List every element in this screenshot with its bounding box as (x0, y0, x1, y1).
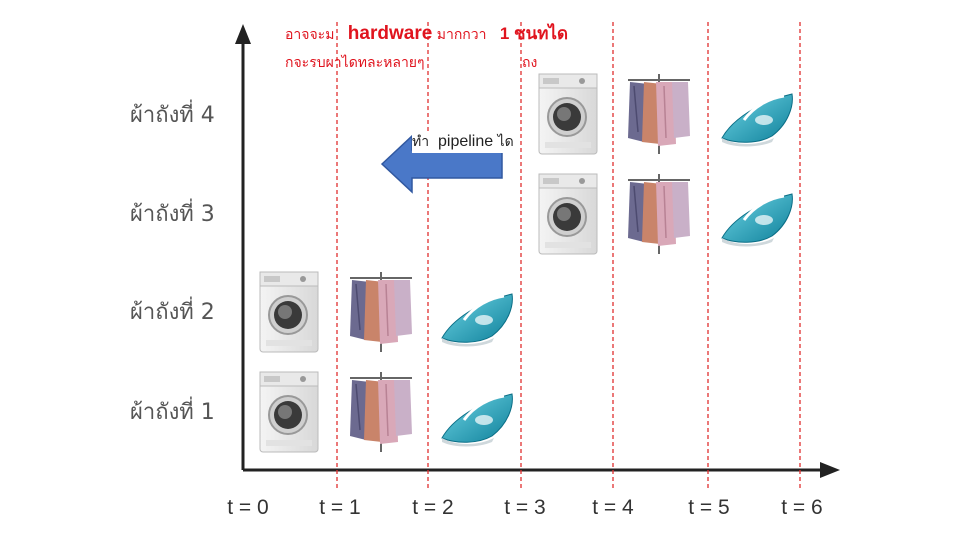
pipeline-label: ทำ pipeline ได (412, 131, 514, 153)
row2-washer-icon (258, 270, 320, 354)
note-number: 1 ชนทได (499, 24, 568, 43)
row-label-1: ผ้าถังที่ 1 (130, 400, 215, 425)
y-axis-arrowhead (235, 24, 251, 44)
row-label-3: ผ้าถังที่ 3 (130, 202, 215, 227)
note-prefix: อาจจะม (285, 27, 335, 43)
tick-t4: t = 4 (592, 496, 634, 519)
tick-t2: t = 2 (412, 496, 454, 519)
row4-washer-icon (537, 72, 599, 156)
row1-washer-icon (258, 370, 320, 454)
row3-clothes-rack-icon (624, 172, 694, 256)
time-dividers (336, 22, 801, 490)
pipeline-suffix: ได (497, 134, 514, 150)
note-middle: มากกวา (436, 27, 487, 43)
tick-t0: t = 0 (227, 496, 269, 519)
row1-iron-icon (438, 380, 518, 450)
row-label-4: ผ้าถังที่ 4 (130, 103, 215, 128)
x-axis-arrowhead (820, 462, 840, 478)
tick-t1: t = 1 (319, 496, 361, 519)
pipeline-word: pipeline (438, 133, 494, 150)
row2-clothes-rack-icon (346, 270, 416, 354)
row3-washer-icon (537, 172, 599, 256)
tick-t3: t = 3 (504, 496, 546, 519)
pipeline-prefix: ทำ (412, 134, 430, 150)
row4-iron-icon (718, 80, 798, 150)
row1-clothes-rack-icon (346, 370, 416, 454)
tick-t5: t = 5 (688, 496, 730, 519)
row3-iron-icon (718, 180, 798, 250)
note-line-1: อาจจะม hardware มากกวา 1 ชนทได (285, 20, 568, 47)
row2-iron-icon (438, 280, 518, 350)
tick-t6: t = 6 (781, 496, 823, 519)
row-label-2: ผ้าถังที่ 2 (130, 300, 215, 325)
note-line-2-left: กจะรบผาไดทละหลายๆ (285, 55, 425, 71)
note-highlight: hardware (347, 23, 433, 44)
note-line-2-right: ถง (522, 55, 538, 71)
row4-clothes-rack-icon (624, 72, 694, 156)
